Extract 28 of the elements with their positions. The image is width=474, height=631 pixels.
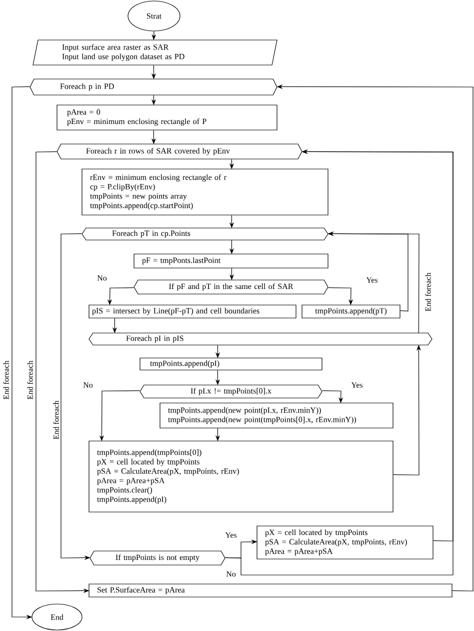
process-box: rEnv = minimum enclosing rectangle of r cp = P.clipBy(rEnv) tmpPoints = new points array tmpPoints.append(cp.startPoint) xyxy=(82,168,328,216)
edge-label: End foreach xyxy=(52,400,60,440)
process-box: Set P.SurfaceArea = pArea xyxy=(88,584,452,598)
process-box: pIS = intersect by Line(pF-pT) and cell boundaries xyxy=(88,304,296,318)
process-box: tmpPoints.append(new point(pI.x, rEnv.minY)) tmpPoints.append(new point(tmpPoints[0].x, rEnv.minY)) xyxy=(160,402,394,428)
process-box: pX = cell located by tmpPoints pSA = CalculateArea(pX, tmpPoints, rEnv) pArea = pArea+pSA xyxy=(256,526,434,560)
process-box: tmpPoints.append(pT) xyxy=(302,304,400,318)
edge-label: End foreach xyxy=(26,360,34,400)
process-box: pArea = 0 pEnv = minimum enclosing rectangle of P xyxy=(56,104,278,130)
process-box: tmpPoints.append(tmpPoints[0]) pX = cell located by tmpPoints pSA = CalculateArea(pX, tmpPoints, rEnv) pArea = pArea+pSA tmpPoints.clear() tmpPoints.append(pI) xyxy=(88,440,394,512)
edge-label: End foreach xyxy=(2,360,10,400)
edge-label: No xyxy=(82,381,94,389)
edge-label: Yes xyxy=(224,531,238,539)
process-box: pF = tmpPonts.lastPoint xyxy=(134,254,328,268)
edge-label: Yes xyxy=(365,276,379,284)
input-parallelogram: Input surface area raster as SAR Input land use polygon dataset as PD xyxy=(32,40,278,66)
edge-label: No xyxy=(225,570,237,578)
loop-box: Foreach pT in cp.Points xyxy=(82,228,328,240)
decision-box: If tmpPoints is not empty xyxy=(90,550,226,566)
loop-box: Foreach pI in pIS xyxy=(88,332,432,346)
edge-label: Yes xyxy=(350,381,364,389)
process-box: tmpPoints.append(pI) xyxy=(140,358,322,370)
edge-label: No xyxy=(96,274,108,282)
decision-box: If pI.x != tmpPoints[0].x xyxy=(140,384,322,398)
loop-box: Foreach p in PD xyxy=(30,78,278,96)
decision-box: If pF and pT in the same cell of SAR xyxy=(134,280,328,294)
edge-label: End foreach xyxy=(424,272,432,312)
loop-box: Foreach r in rows of SAR covered by pEnv xyxy=(56,144,302,160)
